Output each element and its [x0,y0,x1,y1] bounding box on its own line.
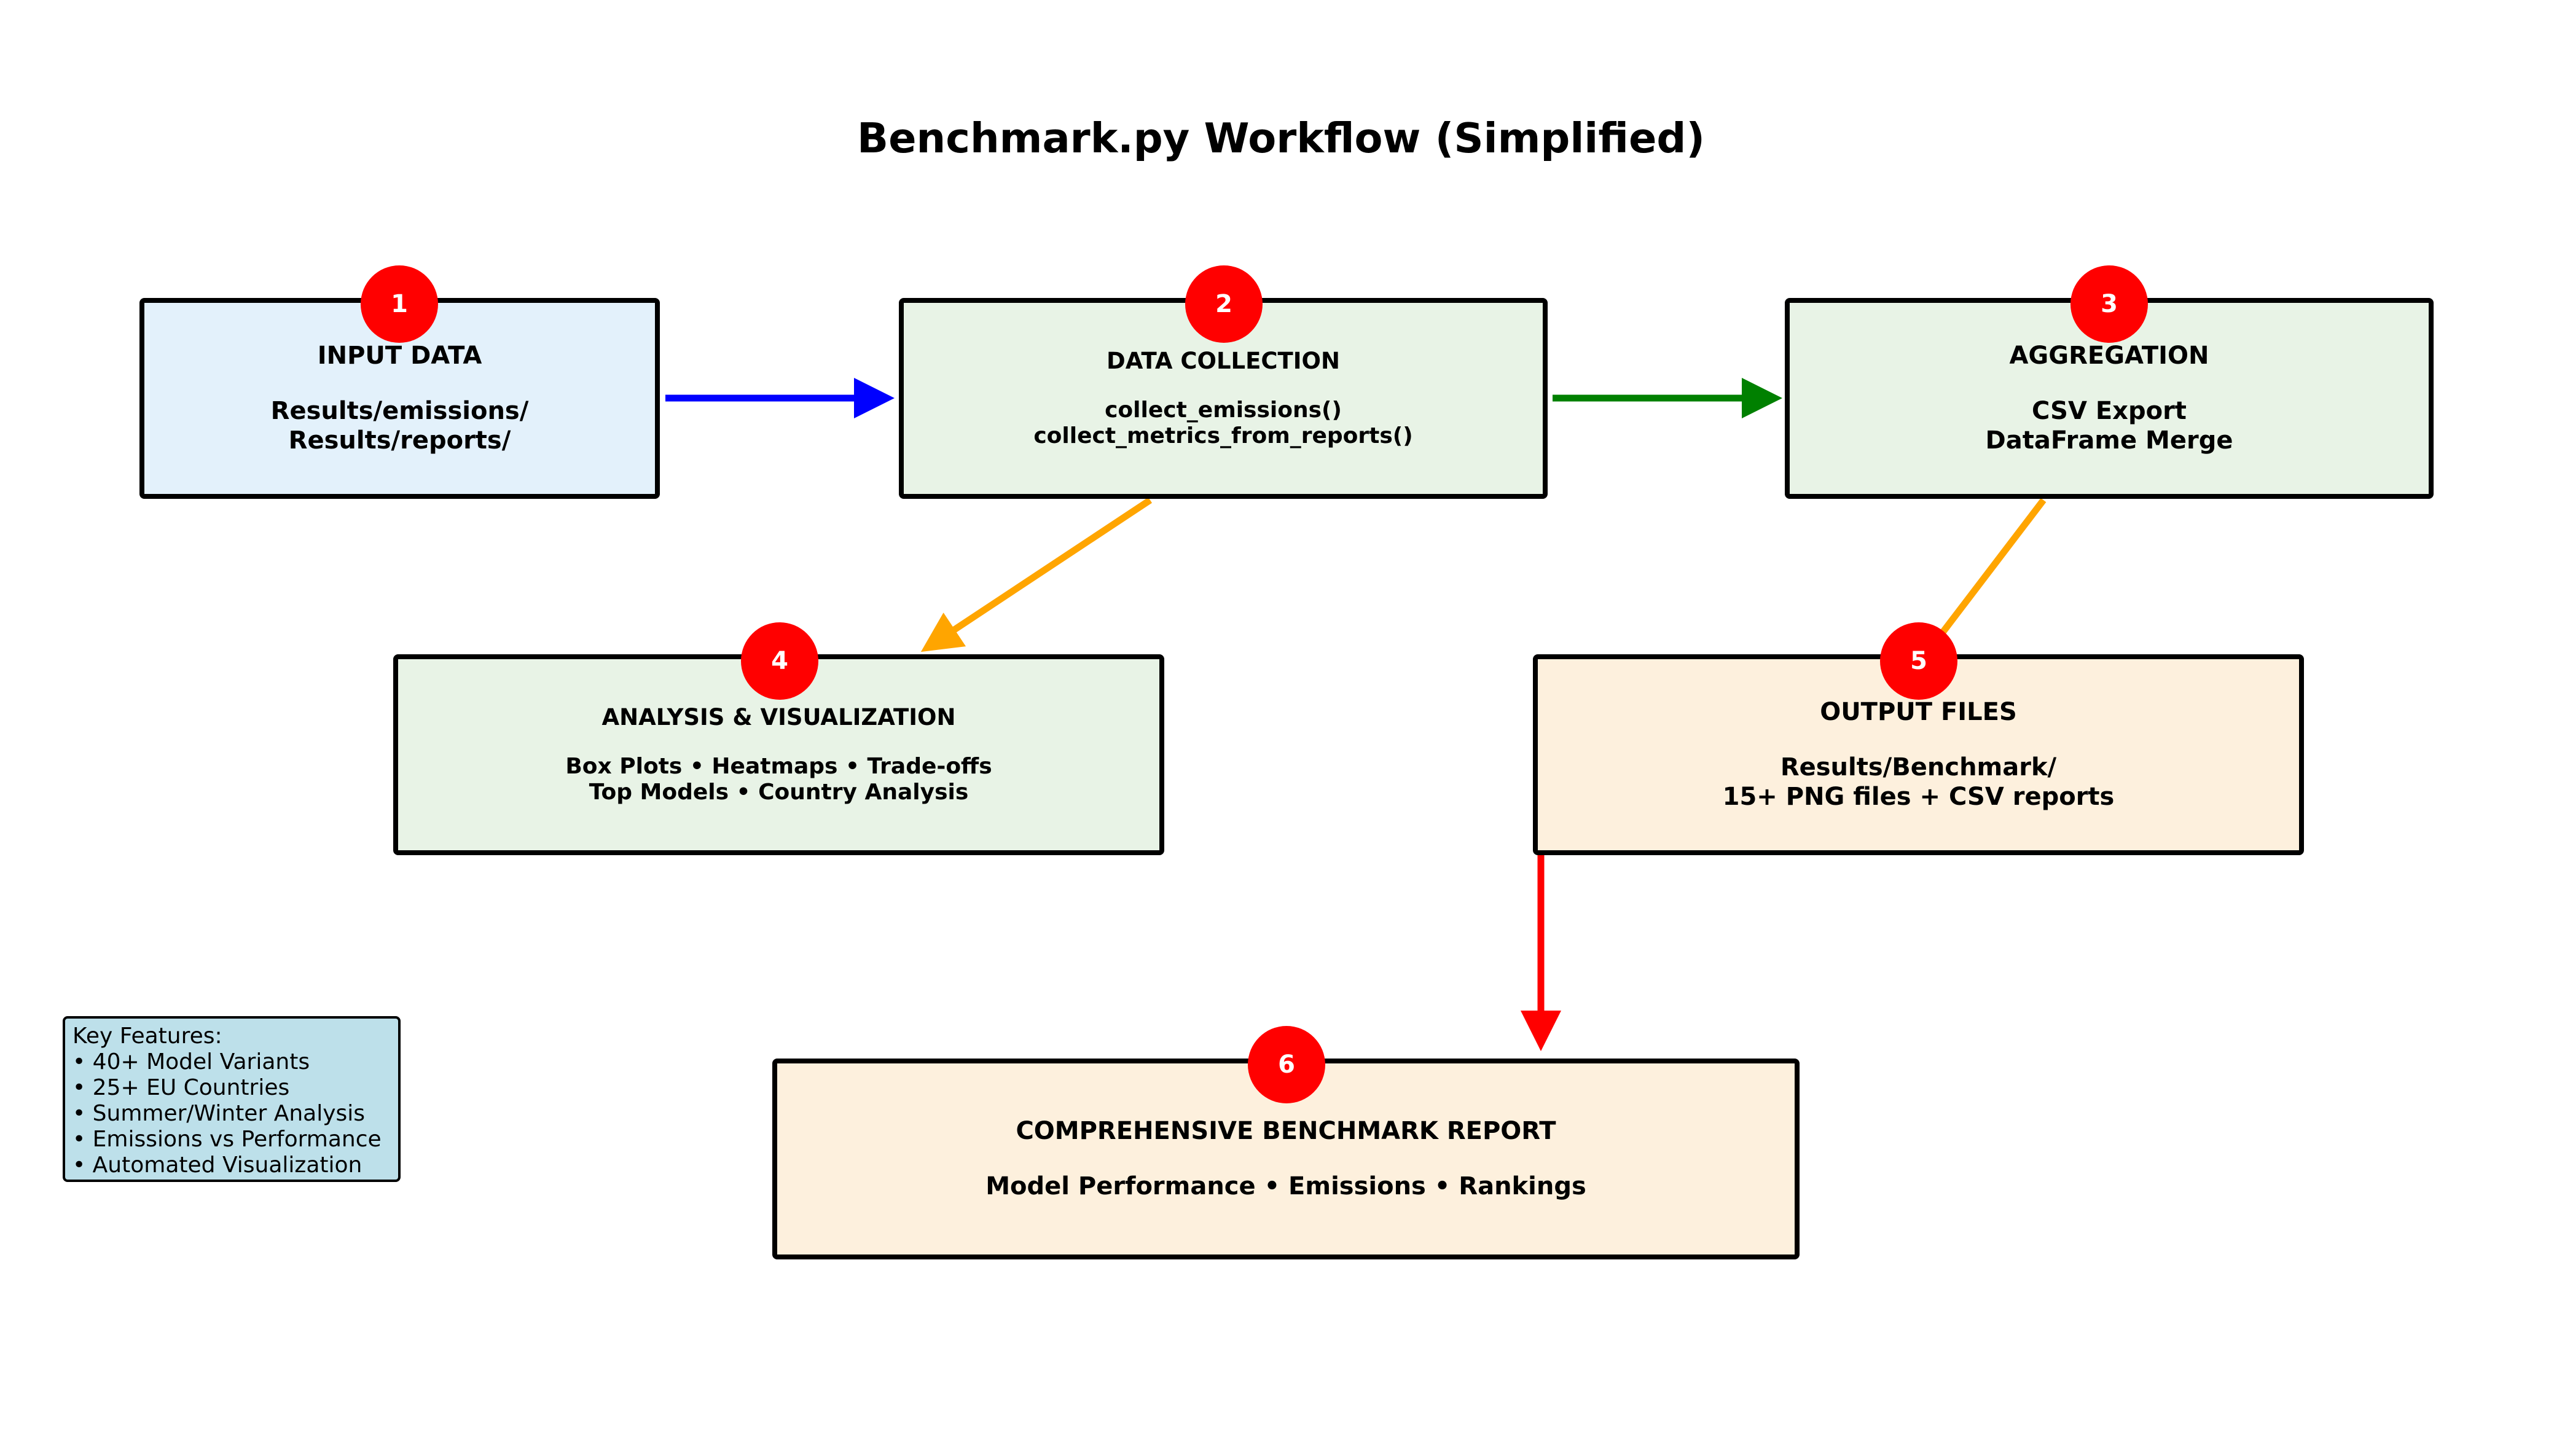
step-badge-5: 5 [1880,622,1957,700]
step-badge-1: 1 [361,265,438,343]
aggregation-line-2: DataFrame Merge [1985,426,2233,455]
key-features-heading: Key Features: [72,1024,222,1049]
data-collection-heading: DATA COLLECTION [1107,347,1340,374]
analysis-visualization-heading: ANALYSIS & VISUALIZATION [601,703,956,730]
output-files-line-1: Results/Benchmark/ [1780,753,2057,782]
step-badge-6: 6 [1248,1026,1325,1103]
data-collection-line-1: collect_emissions() [1105,397,1342,423]
aggregation-line-1: CSV Export [2032,397,2187,426]
key-feature-item: • 25+ EU Countries [72,1075,290,1100]
aggregation-heading: AGGREGATION [2009,342,2209,370]
output-files-heading: OUTPUT FILES [1820,698,2017,727]
step-badge-4: 4 [741,622,818,700]
output-files-line-2: 15+ PNG files + CSV reports [1722,782,2115,811]
key-feature-item: • 40+ Model Variants [72,1049,310,1074]
input-data-line-1: Results/emissions/ [270,397,529,426]
step-badge-2: 2 [1185,265,1263,343]
arrow-collection-to-analysis [920,497,1153,652]
benchmark-report-heading: COMPREHENSIVE BENCHMARK REPORT [1016,1116,1556,1145]
input-data-line-2: Results/reports/ [288,426,511,455]
key-feature-item: • Automated Visualization [72,1153,362,1178]
analysis-visualization-line-2: Top Models • Country Analysis [589,780,969,805]
arrow-aggregation-to-output [1932,498,2047,644]
analysis-visualization-line-1: Box Plots • Heatmaps • Trade-offs [565,753,992,779]
key-feature-item: • Summer/Winter Analysis [72,1101,366,1126]
diagram-title: Benchmark.py Workflow (Simplified) [857,114,1705,162]
output-files-box: OUTPUT FILES Results/Benchmark/ 15+ PNG … [1533,654,2304,855]
step-badge-3: 3 [2070,265,2148,343]
benchmark-report-line-1: Model Performance • Emissions • Rankings [985,1172,1586,1200]
input-data-heading: INPUT DATA [317,342,482,370]
key-features-box: Key Features: • 40+ Model Variants • 25+… [63,1016,401,1182]
key-feature-item: • Emissions vs Performance [72,1127,382,1152]
data-collection-line-2: collect_metrics_from_reports() [1033,423,1413,448]
